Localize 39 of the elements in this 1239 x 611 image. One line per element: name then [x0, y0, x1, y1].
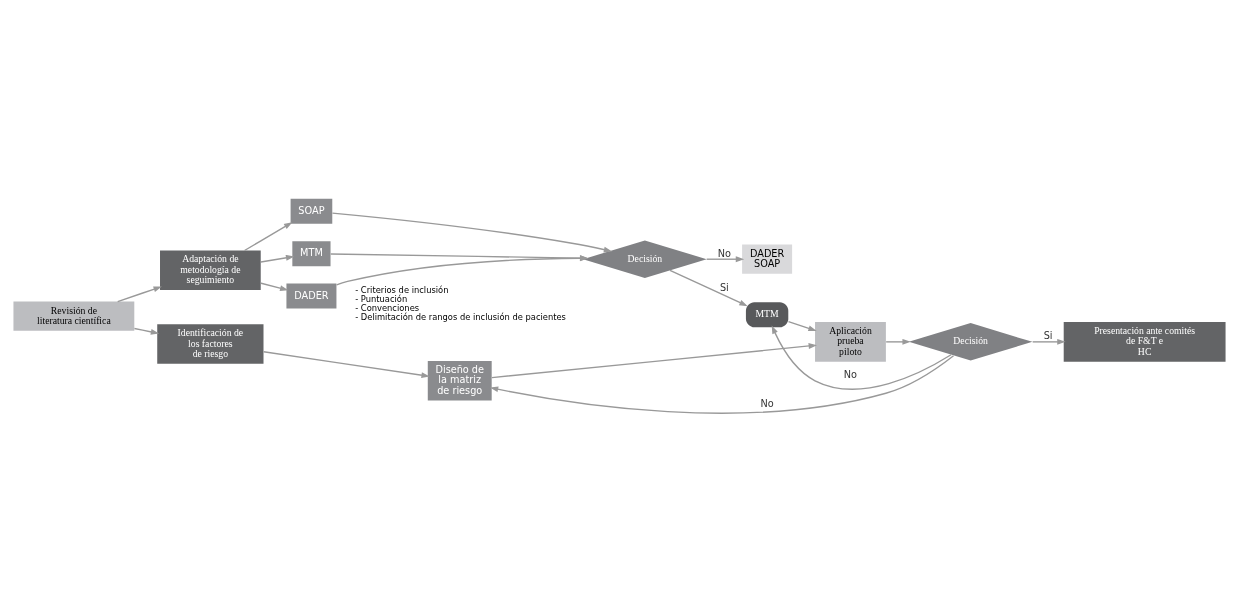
- edge-label: No: [843, 368, 858, 380]
- arrow: [1031, 338, 1066, 345]
- arrow: [117, 285, 162, 302]
- node-box: MTM: [745, 301, 789, 327]
- node-diamond: Decisión: [583, 239, 707, 278]
- node-box: Revisión de literatura científica: [13, 301, 135, 331]
- node-label: - Delimitación de rangos de inclusión de pacientes: [355, 311, 566, 322]
- node-box: Identificación de los factores de riesgo: [157, 323, 264, 364]
- node-label: - Convenciones: [355, 302, 420, 313]
- arrow: [335, 254, 589, 285]
- arrow: [489, 354, 955, 414]
- arrow: [330, 252, 589, 261]
- arrow: [260, 254, 295, 263]
- node-box: DADER SOAP: [742, 244, 793, 274]
- arrow: [260, 281, 289, 291]
- arrow: [491, 342, 817, 378]
- arrow: [885, 338, 911, 345]
- node-box: SOAP: [290, 198, 333, 224]
- node-box: Diseño de la matriz de riesgo: [427, 360, 492, 401]
- edge-label: Si: [719, 281, 729, 293]
- node-box: Adaptación de metodología de seguimiento: [160, 250, 261, 290]
- arrow: [787, 320, 817, 331]
- arrow: [706, 255, 745, 262]
- arrow: [669, 269, 748, 306]
- node-label: - Criterios de inclusión: [355, 284, 449, 295]
- arrow: [243, 221, 293, 251]
- node-box: DADER: [286, 283, 337, 309]
- edge-label: Si: [1043, 329, 1053, 341]
- node-diamond: Decisión: [908, 322, 1033, 361]
- arrow: [771, 324, 952, 390]
- node-box: Presentación ante comités de F&T e HC: [1063, 321, 1226, 362]
- edge-label: No: [717, 247, 731, 259]
- arrow: [331, 211, 613, 252]
- edge-label: No: [760, 397, 774, 409]
- node-box: Aplicación prueba piloto: [815, 321, 886, 362]
- node-label: - Puntuación: [355, 293, 408, 304]
- arrow: [133, 327, 160, 335]
- node-box: MTM: [292, 240, 331, 266]
- arrow: [262, 350, 430, 378]
